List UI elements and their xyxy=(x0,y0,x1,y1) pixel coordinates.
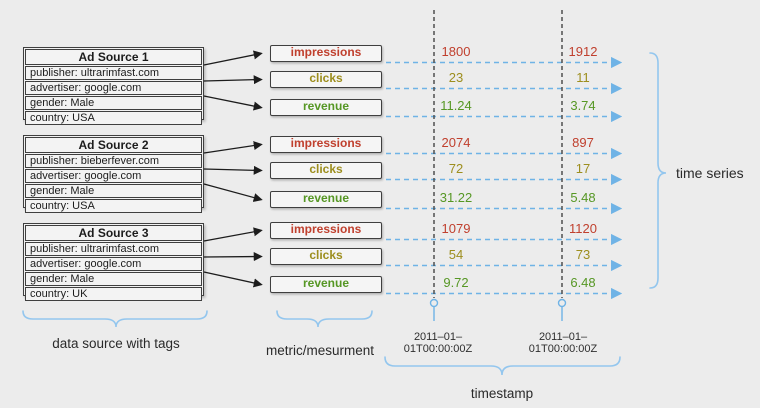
annotation-timestamp: timestamp xyxy=(470,386,534,401)
tag-gender: gender: Male xyxy=(25,184,202,198)
pin-icon xyxy=(429,298,439,308)
value-impressions-t1: 2074 xyxy=(441,135,471,150)
value-clicks-t2: 73 xyxy=(575,247,591,262)
timestamp-label-1: 2011–01–01T00:00:00Z xyxy=(403,331,473,355)
value-clicks-t1: 54 xyxy=(448,247,464,262)
ad-source-title: Ad Source 3 xyxy=(25,225,202,241)
metric-box-revenue: revenue xyxy=(270,191,382,208)
value-revenue-t1: 31.22 xyxy=(439,190,473,205)
timestamp-label-2: 2011–01–01T00:00:00Z xyxy=(528,331,598,355)
metric-box-revenue: revenue xyxy=(270,99,382,116)
ad-source-title: Ad Source 1 xyxy=(25,49,202,65)
brace-time-series xyxy=(649,52,667,289)
brace-timestamp xyxy=(384,356,621,376)
value-clicks-t1: 72 xyxy=(448,161,464,176)
metric-box-clicks: clicks xyxy=(270,162,382,179)
time-series-arrows xyxy=(386,56,623,300)
value-revenue-t1: 11.24 xyxy=(440,98,472,113)
annotation-data-source: data source with tags xyxy=(52,336,180,351)
metric-box-impressions: impressions xyxy=(270,136,382,153)
metric-box-impressions: impressions xyxy=(270,45,382,62)
metric-box-revenue: revenue xyxy=(270,276,382,293)
pin-icon xyxy=(557,298,567,308)
value-impressions-t1: 1800 xyxy=(441,44,471,59)
tag-publisher: publisher: ultrarimfast.com xyxy=(25,242,202,256)
value-revenue-t2: 3.74 xyxy=(570,98,596,113)
tag-advertiser: advertiser: google.com xyxy=(25,169,202,183)
value-revenue-t2: 5.48 xyxy=(570,190,596,205)
metric-box-clicks: clicks xyxy=(270,248,382,265)
ad-source-title: Ad Source 2 xyxy=(25,137,202,153)
tag-country: country: USA xyxy=(25,199,202,213)
annotation-time-series: time series xyxy=(676,165,744,181)
ad-source-box-1: Ad Source 1 publisher: ultrarimfast.com … xyxy=(23,47,204,125)
brace-data-source xyxy=(22,310,208,328)
value-clicks-t1: 23 xyxy=(448,70,464,85)
timestamp-column-2 xyxy=(557,10,567,321)
value-revenue-t1: 9.72 xyxy=(443,275,469,290)
ad-source-box-2: Ad Source 2 publisher: bieberfever.com a… xyxy=(23,135,204,213)
source-to-metric-arrows xyxy=(203,50,263,288)
tag-gender: gender: Male xyxy=(25,96,202,110)
value-impressions-t2: 1912 xyxy=(568,44,598,59)
annotation-metric: metric/mesurment xyxy=(265,343,375,358)
timestamp-column-1 xyxy=(429,10,439,321)
tag-country: country: UK xyxy=(25,287,202,301)
value-impressions-t1: 1079 xyxy=(441,221,471,236)
tag-gender: gender: Male xyxy=(25,272,202,286)
value-impressions-t2: 897 xyxy=(572,135,594,150)
tag-publisher: publisher: ultrarimfast.com xyxy=(25,66,202,80)
tag-country: country: USA xyxy=(25,111,202,125)
value-revenue-t2: 6.48 xyxy=(570,275,596,290)
metric-box-clicks: clicks xyxy=(270,71,382,88)
value-impressions-t2: 1120 xyxy=(569,221,597,236)
tag-advertiser: advertiser: google.com xyxy=(25,81,202,95)
tag-advertiser: advertiser: google.com xyxy=(25,257,202,271)
value-clicks-t2: 17 xyxy=(575,161,591,176)
ad-source-box-3: Ad Source 3 publisher: ultrarimfast.com … xyxy=(23,223,204,301)
tag-publisher: publisher: bieberfever.com xyxy=(25,154,202,168)
value-clicks-t2: 11 xyxy=(576,70,590,85)
brace-metric xyxy=(276,310,373,328)
metric-box-impressions: impressions xyxy=(270,222,382,239)
